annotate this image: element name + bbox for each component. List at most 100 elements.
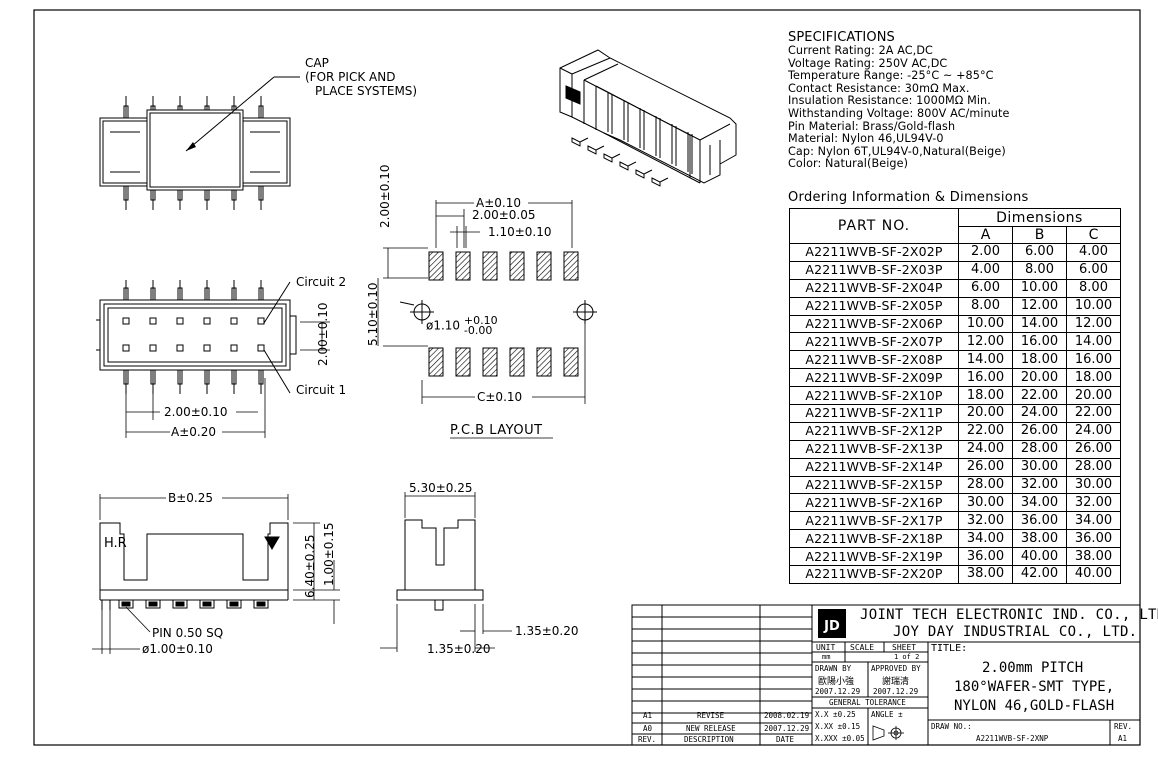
pcb-hole-dim: ø1.10 +0.10 -0.00 [426,315,498,336]
dim-a-cell: 32.00 [958,511,1013,531]
title-line1: 2.00mm PITCH [982,660,1084,676]
smt-foot [651,177,661,187]
part-number-cell: A2211WVB-SF-2X15P [789,475,959,495]
dim-b-cell: 22.00 [1012,386,1067,406]
dim-b-cell: 8.00 [1012,260,1067,280]
smt-foot [229,601,239,607]
spec-line: Voltage Rating: 250V AC,DC [788,56,948,70]
smt-foot [202,601,212,607]
dim-c-cell: 8.00 [1066,278,1121,298]
pin-contact [203,344,211,352]
pcb-pad [428,251,444,281]
rev-col-header: REV. [638,735,657,744]
dim-c-cell: 30.00 [1066,475,1121,495]
spec-line: Contact Resistance: 30mΩ Max. [788,81,970,95]
dim-b-cell: 18.00 [1012,350,1067,370]
part-number-cell: A2211WVB-SF-2X06P [789,314,959,334]
part-number-cell: A2211WVB-SF-2X16P [789,493,959,513]
approved-date: 2007.12.29 [873,687,919,696]
dim-a-cell: 10.00 [958,314,1013,334]
smt-foot [635,169,645,179]
projection-symbol [872,725,904,741]
dim-a-cell: 20.00 [958,404,1013,423]
dim-b-cell: 20.00 [1012,368,1067,388]
side-hr-mark: H.R [104,536,127,551]
dim-b-cell: 36.00 [1012,511,1067,531]
drawn-by-label: DRAWN BY [815,664,852,673]
dim-a-cell: 18.00 [958,386,1013,406]
pcb-pad [428,347,444,377]
spec-line: Insulation Resistance: 1000MΩ Min. [788,94,991,108]
pcb-pad [536,251,552,281]
dim-b-cell: 40.00 [1012,547,1067,567]
dim-c-cell: 4.00 [1066,243,1121,262]
part-number-cell: A2211WVB-SF-2X14P [789,457,959,477]
pin-square-label: PIN 0.50 SQ [152,626,224,640]
dim-b-cell: 14.00 [1012,314,1067,334]
dim-c-cell: 24.00 [1066,421,1121,441]
dim-b-cell: 28.00 [1012,439,1067,459]
end-width-dim: 5.30±0.25 [409,481,473,495]
company-logo: JD [818,609,846,638]
spec-heading: SPECIFICATIONS [788,30,895,45]
end-dimensions [380,492,512,652]
smt-foot [256,601,266,607]
middle-a-dim: A±0.20 [171,425,216,439]
dim-c-cell: 38.00 [1066,547,1121,567]
title-label: TITLE: [931,643,968,654]
rev-value: A1 [1118,734,1128,743]
part-number-cell: A2211WVB-SF-2X03P [789,260,959,280]
dim-c-cell: 28.00 [1066,457,1121,477]
smt-foot [226,599,242,609]
unit-value: mm [822,653,831,661]
dim-a-cell: 4.00 [958,260,1013,280]
part-no-header: PART NO. [789,208,959,244]
smt-foot [121,601,131,607]
dim-b-cell: 42.00 [1012,565,1067,584]
part-number-cell: A2211WVB-SF-2X11P [789,404,959,423]
circuit1-label: Circuit 1 [296,383,347,397]
drawn-date: 2007.12.29 [815,687,861,696]
smt-foot [172,599,188,609]
smt-foot [571,137,581,147]
top-view-cap [99,96,291,210]
spec-line: Color: Natural(Beige) [788,157,909,171]
specifications: SPECIFICATIONS Current Rating: 2A AC,DC … [788,31,1009,171]
dim-b-cell: 26.00 [1012,421,1067,441]
pin [659,177,669,183]
dim-c-cell: 18.00 [1066,368,1121,388]
company-name-2: JOY DAY INDUSTRIAL CO., LTD. [893,624,1138,640]
pin [643,169,653,175]
rev-row-2-desc: NEW RELEASE [686,724,736,733]
pcb-pad [455,251,471,281]
drawn-by-name: 歐陽小強 [818,677,855,687]
side-b-dim: B±0.25 [168,491,214,505]
dim-a-cell: 12.00 [958,332,1013,352]
svg-text:JD: JD [823,619,840,634]
dim-a-cell: 24.00 [958,439,1013,459]
pcb-pad [563,251,579,281]
dim-a-cell: 22.00 [958,421,1013,441]
cap-label-line2: (FOR PICK AND [305,70,396,84]
pcb-hole-offset-dim: 5.10±0.10 [366,282,380,347]
dim-a-cell: 14.00 [958,350,1013,370]
dim-b-cell: 34.00 [1012,493,1067,513]
dim-c-cell: 40.00 [1066,565,1121,584]
dim-a-cell: 28.00 [958,475,1013,495]
end-left-dim: 1.35±0.20 [427,642,491,656]
dim-b-cell: 38.00 [1012,529,1067,549]
dim-c-cell: 10.00 [1066,296,1121,316]
smt-foot [148,601,158,607]
spec-line: Cap: Nylon 6T,UL94V-0,Natural(Beige) [788,144,1006,158]
part-number-cell: A2211WVB-SF-2X08P [789,350,959,370]
smt-foot [118,599,134,609]
